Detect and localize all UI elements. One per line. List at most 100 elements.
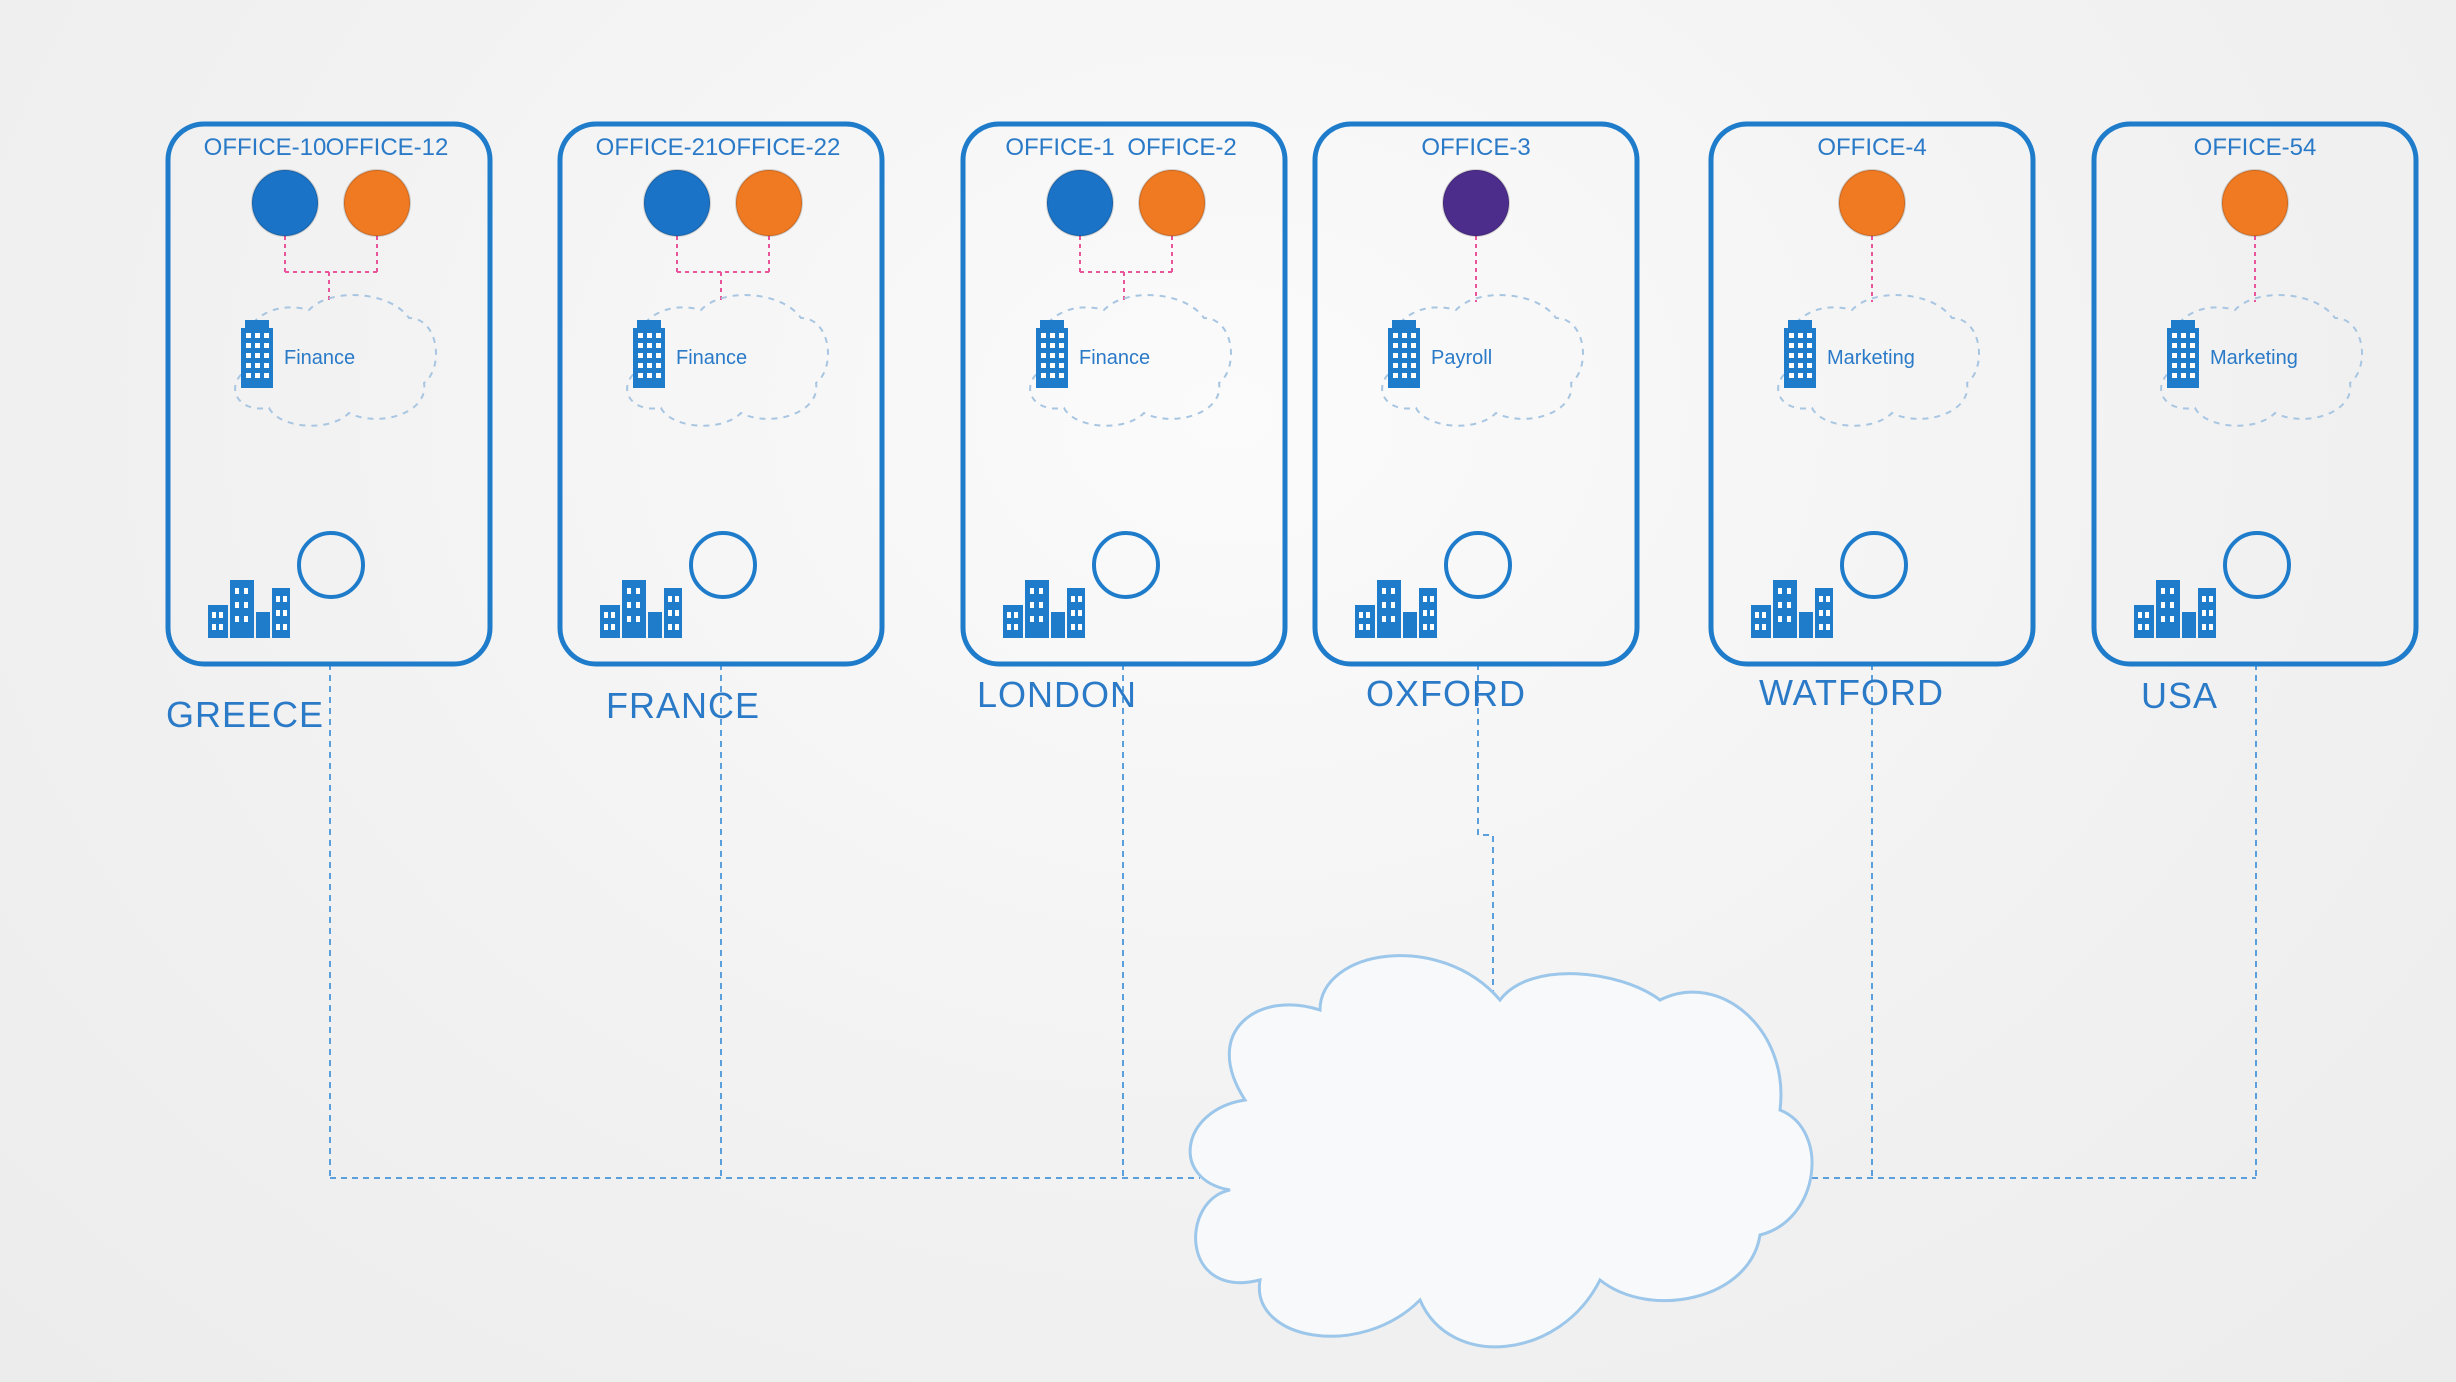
city-window <box>276 624 280 630</box>
office-pod <box>1138 169 1206 237</box>
building-window <box>1402 343 1407 348</box>
city-window <box>1078 596 1082 602</box>
node-circle <box>1840 531 1908 599</box>
city-window <box>276 610 280 616</box>
city-window <box>1430 624 1434 630</box>
building-window <box>2172 353 2177 358</box>
city-window <box>668 624 672 630</box>
city-window <box>1391 616 1395 622</box>
site-box <box>165 121 493 667</box>
site-label: LONDON <box>977 674 1137 715</box>
city-window <box>212 612 216 618</box>
building-window <box>1059 343 1064 348</box>
node-circle <box>2223 531 2291 599</box>
building-window <box>1798 333 1803 338</box>
city-window <box>1382 616 1386 622</box>
building-window <box>246 343 251 348</box>
city-window <box>2161 616 2165 622</box>
pod-connector <box>1079 236 1173 302</box>
building-window <box>1041 353 1046 358</box>
building-window <box>2172 373 2177 378</box>
department-cloud <box>626 294 829 427</box>
office-label: OFFICE-2 <box>1127 134 1236 161</box>
city-window <box>1826 624 1830 630</box>
building-icon <box>241 320 273 388</box>
building-window <box>255 373 260 378</box>
department-cloud <box>2160 294 2363 427</box>
city-buildings-icon <box>1355 580 1437 638</box>
building-window <box>2190 343 2195 348</box>
building-window <box>1789 353 1794 358</box>
building-top <box>1040 320 1064 330</box>
city-block <box>664 588 682 638</box>
building-window <box>264 333 269 338</box>
city-window <box>283 624 287 630</box>
node-circle <box>1092 531 1160 599</box>
building-window <box>1402 333 1407 338</box>
city-window <box>235 588 239 594</box>
site-label: WATFORD <box>1759 672 1944 713</box>
city-window <box>2202 596 2206 602</box>
city-window <box>2161 588 2165 594</box>
city-window <box>244 602 248 608</box>
office-pod <box>251 169 319 237</box>
building-window <box>1411 343 1416 348</box>
city-window <box>1030 616 1034 622</box>
city-block <box>1419 588 1437 638</box>
city-window <box>1762 624 1766 630</box>
building-window <box>2172 343 2177 348</box>
city-window <box>636 588 640 594</box>
city-window <box>675 610 679 616</box>
city-block <box>2156 580 2180 638</box>
building-top <box>1392 320 1416 330</box>
city-block <box>1051 612 1065 638</box>
building-window <box>255 333 260 338</box>
building-icon <box>1784 320 1816 388</box>
city-block <box>1815 588 1833 638</box>
network-cloud <box>1188 954 1814 1349</box>
city-window <box>668 596 672 602</box>
city-block <box>1403 612 1417 638</box>
city-block <box>1377 580 1401 638</box>
city-window <box>1039 602 1043 608</box>
city-window <box>283 610 287 616</box>
city-window <box>283 596 287 602</box>
city-window <box>1039 616 1043 622</box>
city-block <box>1773 580 1797 638</box>
building-window <box>1041 363 1046 368</box>
network-links <box>329 664 2257 1179</box>
building-icon <box>1388 320 1420 388</box>
city-window <box>2202 624 2206 630</box>
building-top <box>637 320 661 330</box>
city-window <box>1787 602 1791 608</box>
city-window <box>219 624 223 630</box>
city-window <box>1423 596 1427 602</box>
building-window <box>1059 333 1064 338</box>
building-window <box>1402 353 1407 358</box>
city-buildings-icon <box>1003 580 1085 638</box>
building-window <box>1050 343 1055 348</box>
city-window <box>1391 588 1395 594</box>
building-window <box>246 353 251 358</box>
building-window <box>255 353 260 358</box>
city-block <box>648 612 662 638</box>
city-window <box>675 624 679 630</box>
building-window <box>1402 373 1407 378</box>
building-window <box>1411 353 1416 358</box>
city-window <box>1423 624 1427 630</box>
city-buildings-icon <box>2134 580 2216 638</box>
building-window <box>2181 353 2186 358</box>
city-block <box>272 588 290 638</box>
department-label: Marketing <box>1827 347 1915 369</box>
city-block <box>230 580 254 638</box>
city-window <box>636 616 640 622</box>
building-window <box>1050 373 1055 378</box>
department-cloud <box>1777 294 1980 427</box>
building-window <box>264 363 269 368</box>
building-window <box>1807 343 1812 348</box>
city-window <box>1787 588 1791 594</box>
city-block <box>256 612 270 638</box>
city-window <box>1007 612 1011 618</box>
city-window <box>627 588 631 594</box>
